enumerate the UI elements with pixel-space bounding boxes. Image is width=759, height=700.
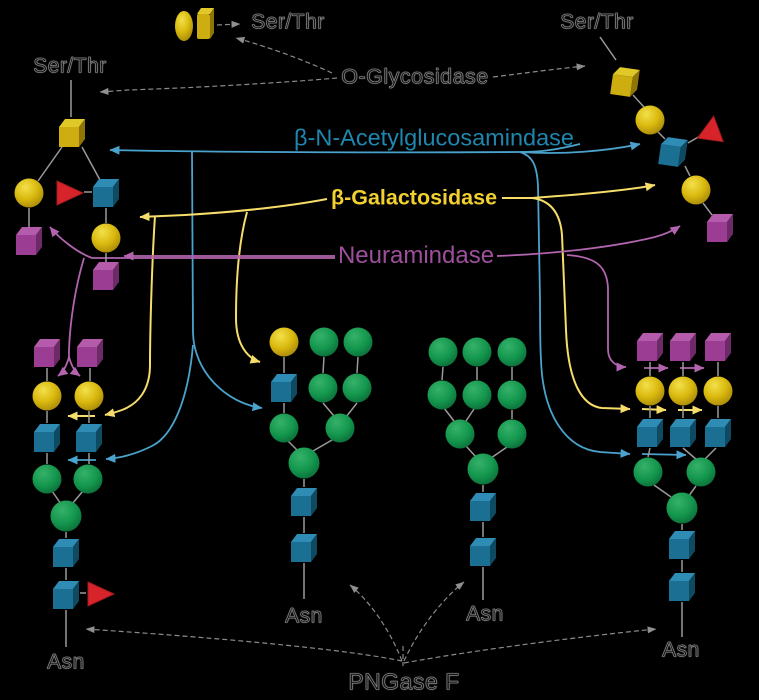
- o-glycan-right: [599, 36, 733, 242]
- glcnac-cube: [669, 531, 695, 559]
- man-circle: [686, 457, 716, 487]
- neu5ac-cube: [670, 333, 696, 361]
- fuc-triangle: [87, 581, 115, 607]
- neu5ac-cube: [34, 339, 60, 367]
- fuc-triangle: [56, 180, 84, 206]
- gal-circle: [14, 178, 44, 208]
- man-circle: [73, 464, 103, 494]
- neu5ac-cube: [637, 333, 663, 361]
- glcnac-cube: [34, 424, 60, 452]
- man-circle: [288, 447, 320, 479]
- asn-label-4: Asn: [662, 638, 700, 662]
- man-circle: [427, 380, 457, 410]
- neu5ac-cube: [705, 333, 731, 361]
- glcnac-cube: [76, 424, 102, 452]
- glcnac-cube: [669, 573, 695, 601]
- neu5ac-cube: [77, 339, 103, 367]
- glcnac-cube: [53, 539, 79, 567]
- galnac-cube: [59, 119, 85, 147]
- man-circle: [50, 500, 82, 532]
- gal-circle: [635, 376, 665, 406]
- b-n-acetylglucosamindase-arrows: [67, 141, 687, 465]
- man-circle: [497, 337, 527, 367]
- glcnac-cube: [470, 538, 496, 566]
- man-circle: [497, 419, 527, 449]
- o-glycosidase-label: O-Glycosidase: [341, 64, 489, 89]
- man-circle: [633, 457, 663, 487]
- neuramindase-arrows: [49, 225, 705, 377]
- man-circle: [666, 492, 698, 524]
- glcnac-cube: [291, 534, 317, 562]
- released-o-glycan: [175, 8, 214, 41]
- neuramindase-label: Neuramindase: [337, 242, 495, 269]
- man-circle: [309, 327, 339, 357]
- n-glycan-hybrid: [269, 327, 373, 599]
- gal-circle: [91, 223, 121, 253]
- glcnac-cube: [271, 374, 297, 402]
- glcnac-cube: [658, 136, 688, 168]
- glcnac-cube: [93, 179, 119, 207]
- man-circle: [325, 413, 355, 443]
- gal-disc: [175, 11, 193, 41]
- b-galactosidase-label: β-Galactosidase: [330, 185, 498, 210]
- asn-label-3: Asn: [466, 602, 504, 626]
- ser-thr-label-right: Ser/Thr: [560, 10, 634, 34]
- man-circle: [269, 413, 299, 443]
- man-circle: [462, 380, 492, 410]
- glcnac-cube: [291, 488, 317, 516]
- pngase-f-label: PNGase F: [348, 668, 460, 695]
- gal-circle: [703, 376, 733, 406]
- man-circle: [462, 337, 492, 367]
- man-circle: [445, 419, 475, 449]
- man-circle: [467, 453, 499, 485]
- o-glycosidase-arrows: [99, 20, 586, 95]
- man-circle: [343, 327, 373, 357]
- asn-label-1: Asn: [47, 650, 85, 674]
- glcnac-cube: [637, 419, 663, 447]
- neu5ac-cube: [93, 262, 119, 290]
- gal-circle: [681, 175, 711, 205]
- galnac-cube: [197, 8, 214, 39]
- gal-circle: [269, 327, 299, 357]
- ser-thr-label-center: Ser/Thr: [251, 10, 325, 34]
- man-circle: [497, 380, 527, 410]
- n-glycan-complex-left: [32, 339, 115, 647]
- man-circle: [342, 373, 372, 403]
- ser-thr-label-left: Ser/Thr: [33, 54, 107, 78]
- glcnac-cube: [53, 581, 79, 609]
- b-n-acetylglucosamindase-label: β-N-Acetylglucosamindase: [294, 124, 574, 151]
- glcnac-cube: [670, 419, 696, 447]
- glcnac-cube: [470, 493, 496, 521]
- neu5ac-cube: [707, 214, 733, 242]
- man-circle: [308, 373, 338, 403]
- o-glycan-left: [14, 80, 121, 290]
- gal-circle: [32, 381, 62, 411]
- asn-label-2: Asn: [285, 604, 323, 628]
- gal-circle: [74, 381, 104, 411]
- gal-circle: [635, 105, 665, 135]
- man-circle: [32, 464, 62, 494]
- gal-circle: [668, 376, 698, 406]
- n-glycan-high-mannose: [427, 337, 527, 600]
- galnac-cube: [610, 66, 640, 98]
- neu5ac-cube: [16, 227, 42, 255]
- b-galactosidase-arrows: [67, 182, 703, 421]
- glcnac-cube: [705, 419, 731, 447]
- fuc-triangle: [696, 113, 728, 143]
- pngase-f-arrows: [85, 581, 657, 666]
- man-circle: [428, 337, 458, 367]
- n-glycan-triantennary-right: [633, 333, 733, 637]
